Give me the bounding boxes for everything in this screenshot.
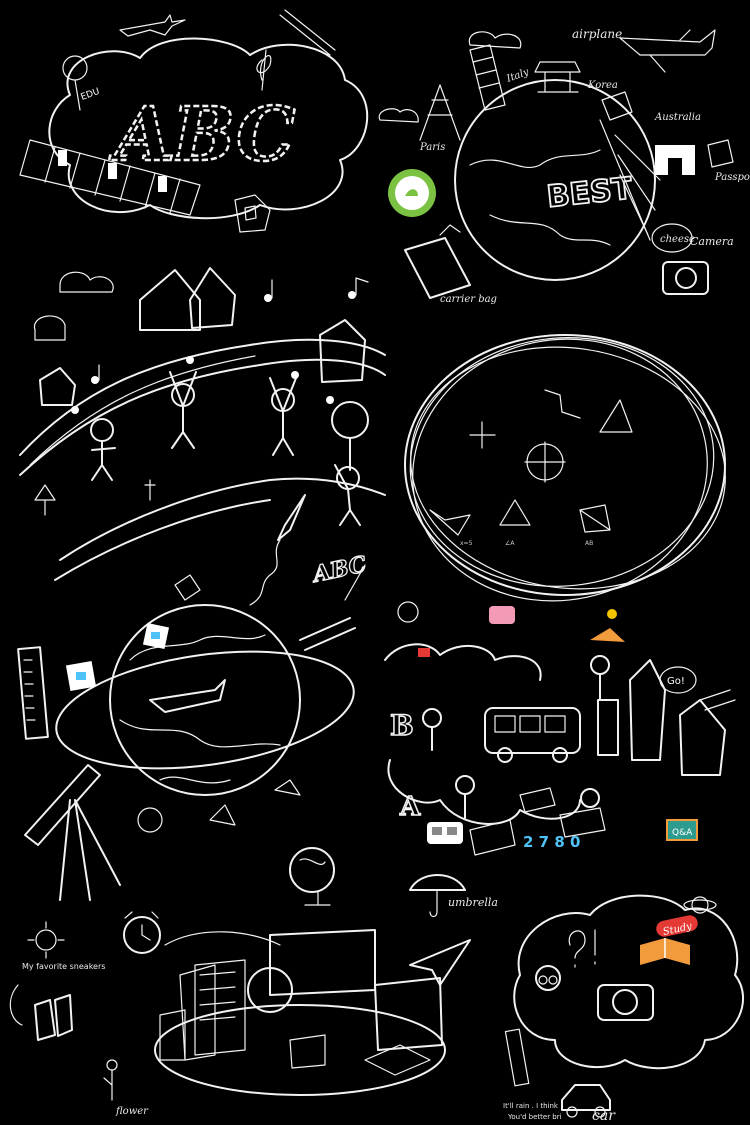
hand-pencil-icon	[699, 689, 736, 711]
planet-icon	[55, 604, 355, 796]
globe-icon	[289, 847, 335, 906]
math-doodle-icon	[274, 779, 301, 796]
label-passport: Passport	[714, 172, 750, 183]
sneakers-label: My favorite sneakers	[22, 962, 106, 971]
pencil-icon	[344, 564, 366, 601]
music-road-scene	[19, 267, 386, 581]
bottom-city-scene	[154, 929, 446, 1096]
travel-globe	[419, 44, 734, 281]
cloud-icon	[378, 108, 419, 123]
qa-board-icon	[666, 819, 698, 841]
cloud-top-icon	[468, 31, 522, 49]
svg-text:B: B	[390, 709, 414, 742]
qa-text: Q&A	[672, 828, 693, 838]
digits-text: 2 7 8 0	[523, 833, 580, 851]
passport-icon	[707, 139, 734, 168]
flower-label: flower	[116, 1106, 148, 1117]
cloud-icon	[59, 271, 114, 293]
face-doodle-icon	[397, 601, 419, 623]
treble-clef-icon	[256, 49, 272, 91]
svg-text:∠A: ∠A	[505, 540, 515, 547]
school-scene: B A	[384, 643, 726, 856]
speech-bubble-go-icon	[659, 666, 697, 694]
rocket-icon	[249, 494, 306, 606]
flower-icon	[103, 1059, 118, 1101]
abc-big-text: ABC	[109, 92, 295, 178]
orange-hat-icon	[590, 628, 625, 642]
label-korea: Korea	[587, 80, 618, 91]
sun-icon	[607, 609, 617, 619]
leaning-tower-icon	[469, 44, 506, 111]
paper-airplane-icon	[409, 939, 471, 986]
telescope-icon	[24, 764, 121, 901]
math-doodle-icon	[209, 804, 236, 826]
label-cheese: cheese	[660, 234, 695, 245]
abc-cloud-cluster	[19, 37, 369, 220]
sun-bottom-icon	[27, 921, 65, 959]
label-carrier-bag: carrier bag	[440, 294, 497, 305]
math-doodle-icon	[174, 574, 201, 601]
ruler-bottom-icon	[504, 1028, 530, 1087]
alarm-clock-bottom-icon	[123, 911, 161, 954]
study-book-icon	[640, 915, 698, 965]
arc-de-triomphe-icon	[655, 145, 695, 175]
music-note-icon	[71, 277, 369, 414]
math-scribble-circle: x=5 ∠A AB	[404, 334, 726, 602]
speech-bubble-icon	[651, 223, 693, 253]
piano-keys-icon	[19, 139, 201, 216]
svg-text:AB: AB	[585, 540, 593, 547]
airplane-right-icon	[619, 29, 716, 73]
eiffel-tower-icon	[419, 84, 461, 141]
label-camera: Camera	[690, 235, 734, 248]
balloon-icon	[62, 55, 88, 111]
camera-icon	[662, 261, 709, 295]
umbrella-label: umbrella	[448, 896, 498, 909]
umbrella-icon	[409, 874, 466, 918]
temple-icon	[534, 61, 581, 93]
compass-icon	[299, 617, 356, 651]
label-australia: Australia	[654, 112, 701, 123]
red-flag-icon	[418, 648, 430, 657]
rain-note-line1: It'll rain . I think	[503, 1102, 558, 1110]
car-icon	[561, 1084, 611, 1118]
label-paris: Paris	[419, 142, 445, 153]
car-label: car	[592, 1108, 615, 1124]
pink-bag-icon	[489, 606, 515, 624]
alarm-clock-icon	[388, 169, 436, 217]
ruler-top-icon	[279, 9, 336, 56]
rain-note-line2: You'd better bri	[508, 1113, 562, 1121]
thought-bubble-icon	[513, 894, 745, 1070]
go-text: Go!	[667, 676, 685, 687]
label-airplane: airplane	[572, 27, 622, 41]
ruler-icon	[17, 646, 49, 740]
airplane-icon	[119, 14, 186, 37]
arrow-curve-icon	[9, 984, 23, 1026]
math-doodle-icon	[137, 807, 163, 833]
small-house-icon	[234, 194, 271, 233]
stamp-icon	[601, 91, 633, 121]
cloud-icon	[34, 315, 66, 341]
svg-text:x=5: x=5	[460, 540, 473, 547]
suitcase-icon	[404, 224, 471, 299]
svg-text:A: A	[399, 792, 421, 822]
sneakers-icon	[34, 994, 73, 1041]
